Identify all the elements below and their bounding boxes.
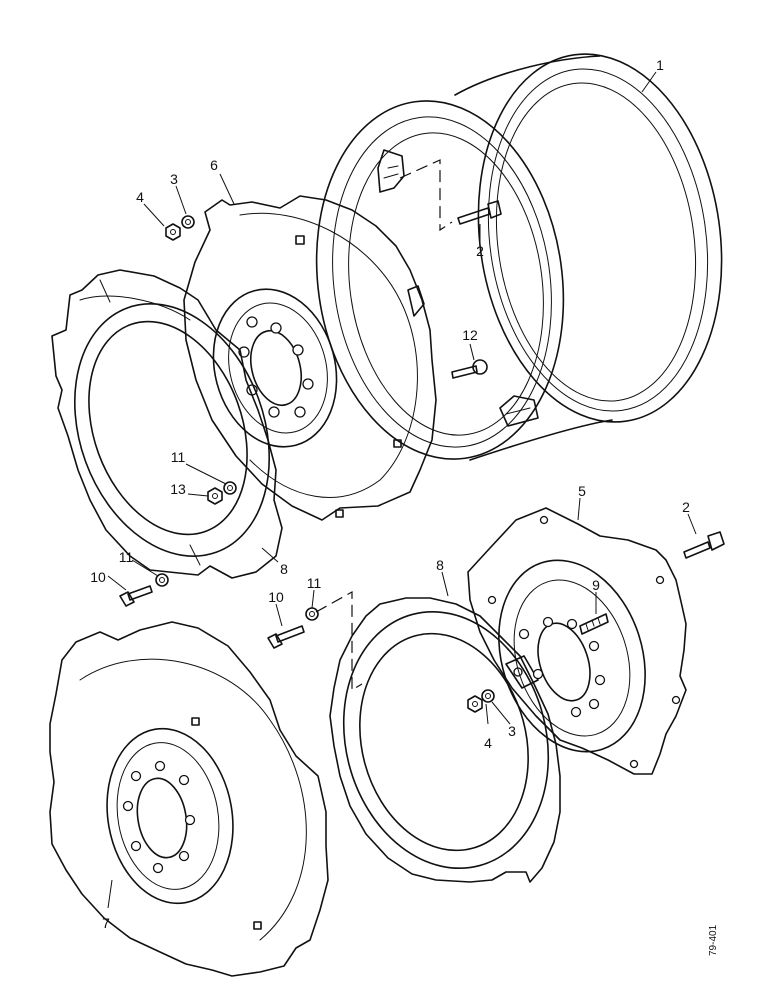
callout-13: 13 bbox=[170, 481, 186, 497]
washer-11-left bbox=[155, 573, 169, 587]
leader-lines bbox=[107, 71, 697, 909]
callout-7: 7 bbox=[102, 915, 110, 931]
callout-8: 8 bbox=[436, 557, 444, 573]
callout-6: 6 bbox=[210, 157, 218, 173]
callout-4: 4 bbox=[136, 189, 144, 205]
stud-holes bbox=[238, 316, 314, 418]
callout-2: 2 bbox=[682, 499, 690, 515]
washer-11-middle bbox=[305, 607, 319, 621]
callout-5: 5 bbox=[578, 483, 586, 499]
callout-10: 10 bbox=[268, 589, 284, 605]
callout-2: 2 bbox=[476, 243, 484, 259]
callout-12: 12 bbox=[462, 327, 478, 343]
nut-13 bbox=[207, 487, 223, 505]
callout-4: 4 bbox=[484, 735, 492, 751]
callout-11: 11 bbox=[119, 549, 134, 565]
wheel-weight-8-upper bbox=[51, 269, 283, 579]
wheel-weight-8-lower bbox=[329, 597, 561, 883]
bolt-12 bbox=[451, 359, 488, 379]
washer-3-upper bbox=[181, 215, 195, 229]
callout-11: 11 bbox=[307, 575, 322, 591]
wheel-flange-5 bbox=[467, 507, 687, 775]
callout-8: 8 bbox=[280, 561, 288, 577]
bolt-2-upper bbox=[457, 200, 502, 225]
assembly-line bbox=[315, 590, 363, 692]
bolt-10-left bbox=[119, 585, 153, 607]
callouts: 1 2 2 3 3 4 4 5 6 7 8 8 9 10 10 11 11 11… bbox=[90, 57, 690, 931]
bolt-10-middle bbox=[267, 625, 305, 649]
stud-9 bbox=[579, 613, 609, 635]
bolt-2-lower bbox=[683, 531, 725, 559]
callout-3: 3 bbox=[508, 723, 516, 739]
drawing-reference-code: 79-401 bbox=[708, 924, 719, 956]
callout-11: 11 bbox=[171, 449, 186, 465]
stud-holes bbox=[518, 616, 606, 718]
wheel-centre-disc-6 bbox=[183, 195, 437, 521]
washer-11-upper bbox=[223, 481, 237, 495]
callout-9: 9 bbox=[592, 577, 600, 593]
wheel-rim bbox=[315, 53, 723, 461]
washer-3-lower bbox=[481, 689, 495, 703]
callout-10: 10 bbox=[90, 569, 106, 585]
nut-4-upper bbox=[165, 223, 181, 241]
callout-1: 1 bbox=[656, 57, 664, 73]
callout-3: 3 bbox=[170, 171, 178, 187]
nut-4-lower bbox=[467, 695, 483, 713]
stud-holes bbox=[122, 760, 196, 874]
wheel-centre-disc-7 bbox=[49, 621, 329, 977]
